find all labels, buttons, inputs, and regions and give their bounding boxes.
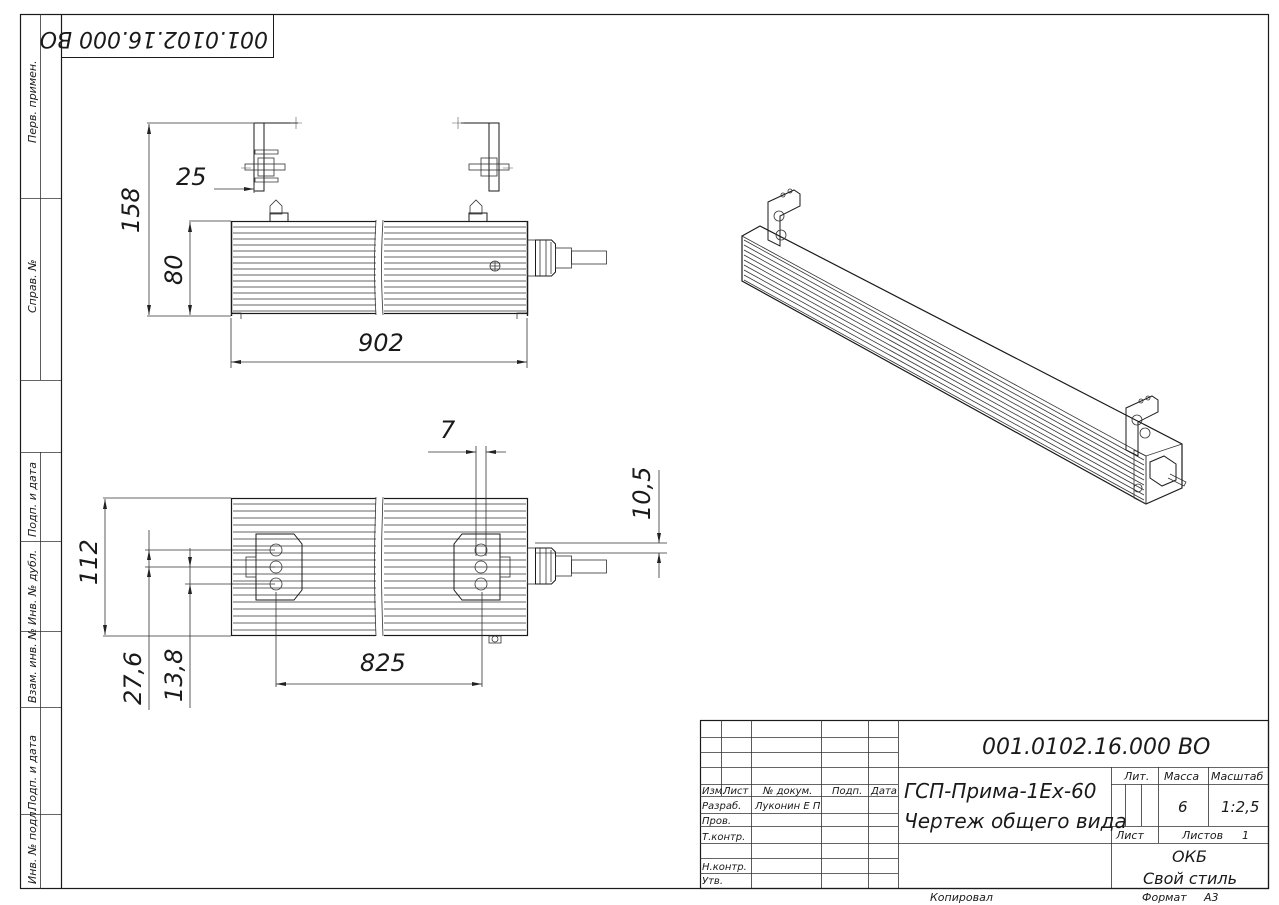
dim-27-6: 27,6 xyxy=(119,652,147,705)
doc-number-box-top: 001.0102.16.000 ВО xyxy=(40,14,274,58)
side-label-podp-data-1: Подп. и дата xyxy=(26,462,39,537)
side-label-inv-dubl: Инв. № дубл. xyxy=(26,550,39,625)
fin-line xyxy=(743,274,1145,496)
dim-25: 25 xyxy=(176,163,207,191)
list-label: Лист xyxy=(1115,829,1144,842)
massa-value: 6 xyxy=(1178,798,1188,816)
row-razrab: Разраб. xyxy=(702,800,741,812)
fin-line xyxy=(743,244,1145,466)
title-block: 001.0102.16.000 ВО ГСП-Прима-1Ех-60 Черт… xyxy=(699,719,1270,890)
doc-number-rotated: 001.0102.16.000 ВО xyxy=(40,26,268,51)
masshtab-value: 1:2,5 xyxy=(1221,798,1259,816)
isometric-view xyxy=(741,188,1187,505)
org-line2: Свой стиль xyxy=(1143,869,1237,888)
product-name: ГСП-Прима-1Ех-60 xyxy=(904,779,1097,803)
dim-13-8: 13,8 xyxy=(160,649,188,702)
front-view: 158 80 25 902 xyxy=(117,117,607,368)
side-strip: Перв. примен. Справ. № Подп. и дата Инв.… xyxy=(20,60,61,884)
col-izm: Изм. xyxy=(702,786,726,797)
fin-line xyxy=(743,239,1145,461)
row-prov: Пров. xyxy=(702,816,731,827)
dim-902: 902 xyxy=(358,329,404,357)
dim-80: 80 xyxy=(160,254,188,285)
dim-112: 112 xyxy=(75,539,103,585)
title-doc-number: 001.0102.16.000 ВО xyxy=(982,735,1210,760)
massa-label: Масса xyxy=(1164,770,1199,783)
footer-kopiroval: Копировал xyxy=(930,891,993,904)
row-utv: Утв. xyxy=(702,876,723,887)
fin-line xyxy=(743,269,1145,491)
org-line1: ОКБ xyxy=(1172,847,1207,866)
masshtab-label: Масштаб xyxy=(1211,770,1263,783)
row-t-kontr: Т.контр. xyxy=(702,832,745,843)
lit-label: Лит. xyxy=(1123,770,1149,783)
dim-158: 158 xyxy=(117,187,145,233)
drawing-type: Чертеж общего вида xyxy=(904,809,1127,833)
side-label-perv-primen: Перв. примен. xyxy=(26,60,39,143)
dim-10-5: 10,5 xyxy=(628,467,656,520)
col-data: Дата xyxy=(870,786,897,797)
fin-line xyxy=(743,279,1145,501)
fin-line xyxy=(743,264,1145,486)
side-label-sprav: Справ. № xyxy=(26,259,39,313)
razrab-name: Луконин Е П xyxy=(754,801,821,812)
sheet-border xyxy=(19,13,1270,890)
fin-line xyxy=(743,254,1145,476)
side-label-podp-data-2: Подп. и дата xyxy=(26,735,39,810)
row-n-kontr: Н.контр. xyxy=(702,862,747,873)
fin-line xyxy=(743,249,1145,471)
side-label-inv-podl: Инв. № подл. xyxy=(26,808,39,884)
col-podp: Подп. xyxy=(832,786,862,797)
side-label-vzam-inv: Взам. инв. № xyxy=(26,628,39,703)
col-list: Лист xyxy=(722,786,750,797)
listov-label: Листов xyxy=(1181,829,1223,842)
dim-7: 7 xyxy=(440,416,456,444)
footer-format-value: А3 xyxy=(1203,891,1219,904)
listov-value: 1 xyxy=(1242,829,1249,842)
col-no-dokum: № докум. xyxy=(762,786,812,797)
dim-825: 825 xyxy=(360,649,406,677)
fin-line xyxy=(743,259,1145,481)
footer-format-label: Формат xyxy=(1142,891,1187,904)
plan-view: 112 27,6 13,8 825 7 10,5 xyxy=(75,416,667,710)
